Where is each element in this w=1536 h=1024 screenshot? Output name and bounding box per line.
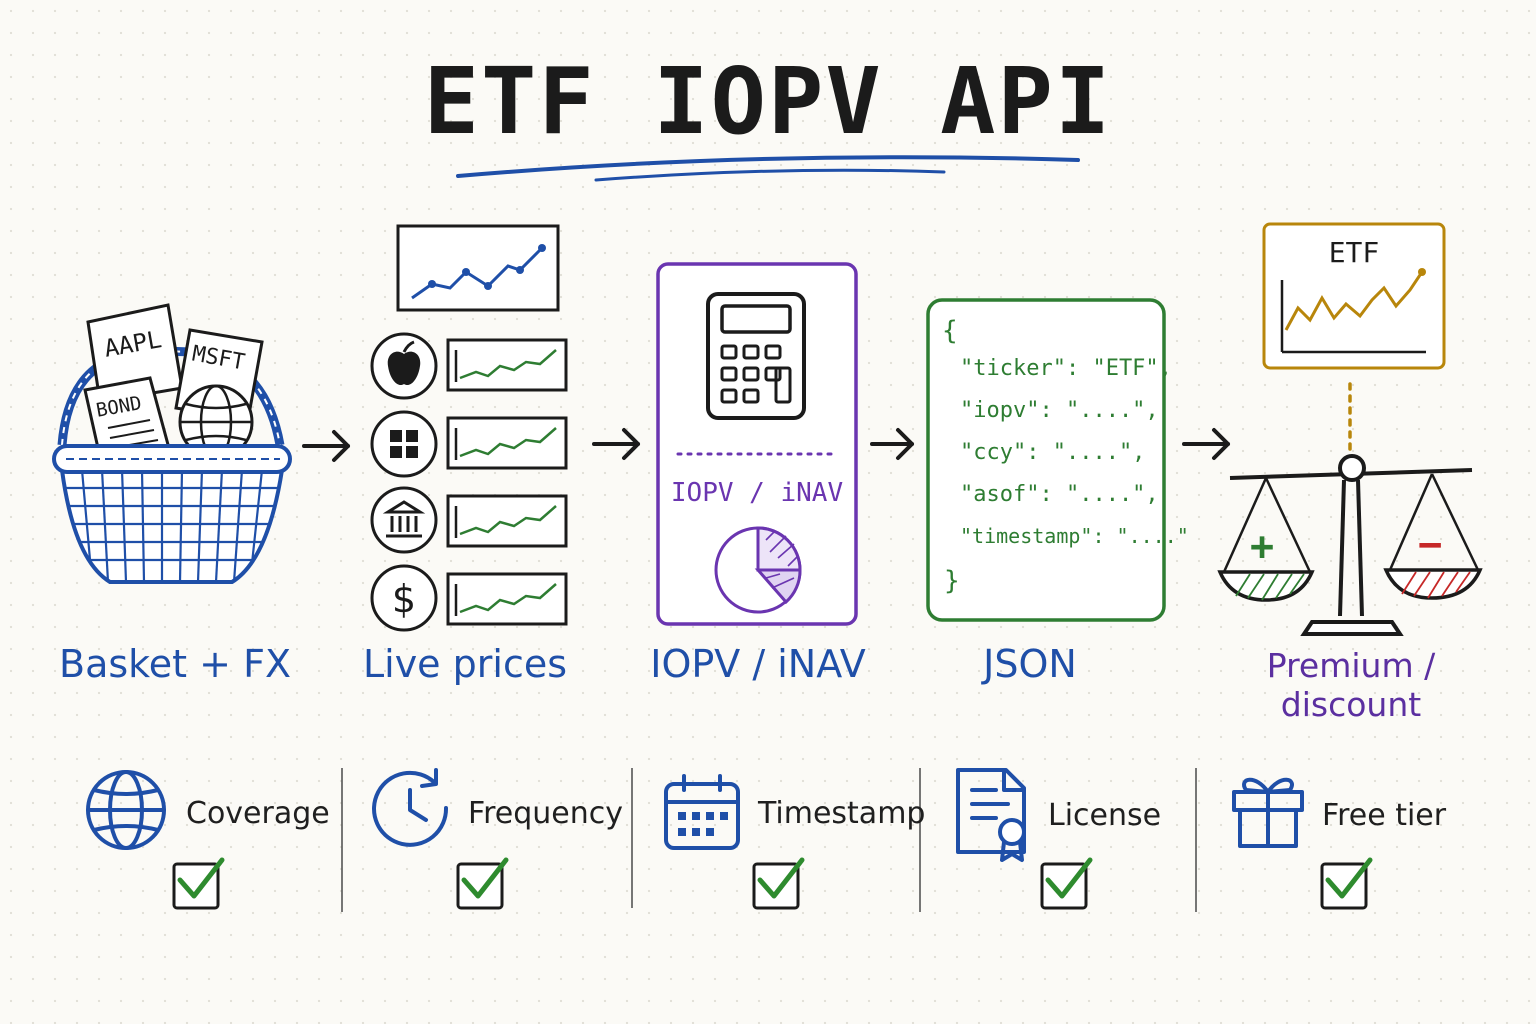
calendar-icon	[664, 774, 740, 850]
main-price-chart	[396, 224, 560, 312]
step-label-live-prices: Live prices	[362, 642, 568, 686]
bank-row	[370, 486, 568, 554]
license-checkbox	[1040, 857, 1093, 910]
globe-icon	[86, 770, 166, 850]
etf-chart	[1262, 222, 1446, 370]
arrow-2	[592, 428, 640, 460]
iopv-calculator-box	[656, 262, 858, 626]
frequency-checkbox	[456, 857, 509, 910]
step-label-json: JSON	[983, 642, 1077, 686]
pie-chart-icon	[714, 526, 802, 614]
basket-icon	[52, 303, 292, 584]
step-label-basket: Basket + FX	[59, 642, 291, 686]
step-label-iopv: IOPV / iNAV	[650, 642, 866, 686]
certificate-icon	[956, 768, 1026, 862]
apple-sparkline	[446, 338, 568, 392]
json-line: "asof": "....",	[960, 482, 1159, 507]
page-title: ETF IOPV API	[423, 48, 1113, 155]
json-line: "iopv": "....",	[960, 398, 1159, 423]
discount-minus-sign: −	[1418, 522, 1443, 568]
title-underline-2	[594, 168, 946, 182]
json-line: "timestamp": "...."	[960, 524, 1189, 548]
step-label-premium-discount: Premium / discount	[1266, 646, 1436, 724]
json-open-brace: {	[942, 316, 958, 346]
arrow-4	[1182, 428, 1230, 460]
json-line: "ticker": "ETF",	[960, 356, 1172, 381]
feature-label-free-tier: Free tier	[1322, 798, 1447, 833]
flow-arrows	[302, 428, 1230, 462]
calendar-dots	[678, 812, 728, 836]
bank-sparkline	[446, 494, 568, 548]
svg-text:$: $	[392, 577, 416, 621]
dollar-icon	[370, 564, 438, 632]
feature-label-license: License	[1048, 798, 1162, 833]
etf-chart-label: ETF	[1328, 236, 1380, 269]
dollar-sparkline	[446, 572, 568, 626]
etf-price-line	[1284, 271, 1424, 331]
premium-plus-sign: +	[1250, 524, 1275, 570]
balance-scale-icon	[1217, 454, 1483, 636]
feature-label-timestamp: Timestamp	[758, 796, 926, 831]
windows-sparkline	[446, 416, 568, 470]
free-tier-checkbox	[1320, 857, 1373, 910]
json-line: "ccy": "....",	[960, 440, 1146, 465]
clock-icon	[372, 768, 449, 847]
timestamp-checkbox	[752, 857, 805, 910]
bank-icon	[370, 486, 438, 554]
feature-separators	[341, 768, 1197, 912]
calc-caption: IOPV / iNAV	[670, 478, 844, 508]
arrow-1	[302, 430, 350, 462]
live-prices-panel: $	[370, 224, 568, 632]
windows-icon	[370, 410, 438, 478]
json-box	[926, 298, 1166, 622]
arrow-3	[870, 428, 914, 460]
checkboxes	[172, 857, 1373, 910]
json-close-brace: }	[944, 566, 960, 596]
dollar-row: $	[370, 564, 568, 632]
gift-icon	[1232, 777, 1304, 848]
feature-label-coverage: Coverage	[186, 796, 330, 831]
apple-row	[370, 332, 568, 400]
windows-row	[370, 410, 568, 478]
globe-small-icon	[178, 384, 254, 460]
calculator-icon	[706, 292, 806, 420]
feature-label-frequency: Frequency	[468, 796, 623, 831]
title-underline	[456, 155, 1080, 178]
coverage-checkbox	[172, 857, 225, 910]
